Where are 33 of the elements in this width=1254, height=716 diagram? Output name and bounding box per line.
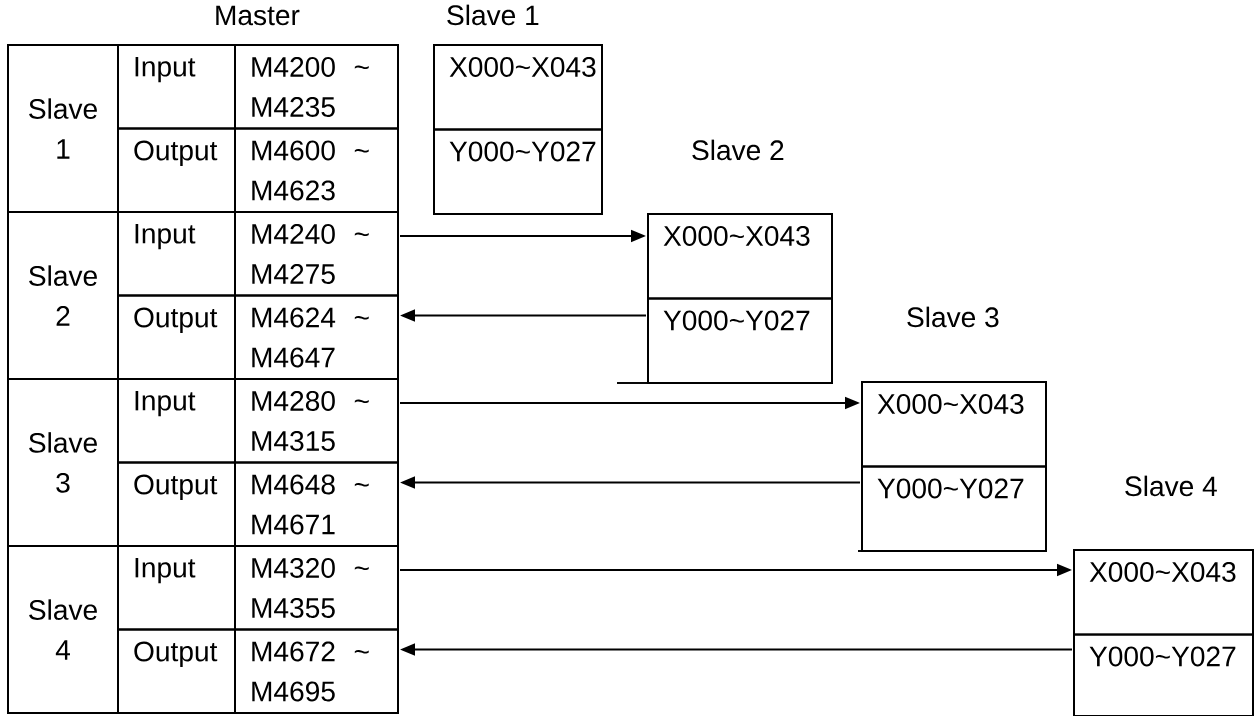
table-cell: Output — [117, 127, 236, 213]
table-cell: M4624 ~ M4647 — [234, 294, 399, 380]
table-cell: M4280 ~ M4315 — [234, 378, 399, 464]
table-cell: Slave 1 — [7, 44, 119, 213]
table-cell: M4600 ~ M4623 — [234, 127, 399, 213]
table-cell: Slave 4 — [7, 545, 119, 714]
node-label: Slave 1 — [447, 4, 539, 26]
node-label: Slave 3 — [907, 306, 999, 328]
table-cell: Slave 3 — [7, 378, 119, 547]
table-cell: X000~X043 — [861, 381, 1047, 468]
table-cell: M4320 ~ M4355 — [234, 545, 399, 631]
table-cell: Y000~Y027 — [647, 297, 833, 384]
table-cell: M4672 ~ M4695 — [234, 628, 399, 714]
table-cell: X000~X043 — [433, 44, 603, 131]
table-cell: X000~X043 — [1073, 549, 1254, 636]
table-cell: Input — [117, 211, 236, 297]
table-cell: Output — [117, 461, 236, 547]
table-cell: Y000~Y027 — [1073, 633, 1254, 716]
node-label: Master — [216, 5, 300, 26]
table-cell: Input — [117, 378, 236, 464]
table-cell: M4240 ~ M4275 — [234, 211, 399, 297]
table-cell: M4200 ~ M4235 — [234, 44, 399, 130]
table-cell: Y000~Y027 — [433, 128, 603, 215]
table-cell: Output — [117, 628, 236, 714]
table-cell: Slave 2 — [7, 211, 119, 380]
table-cell: X000~X043 — [647, 213, 833, 300]
table-cell: M4648 ~ M4671 — [234, 461, 399, 547]
table-cell: Input — [117, 545, 236, 631]
node-label: Slave 2 — [692, 139, 784, 161]
table-cell: Output — [117, 294, 236, 380]
table-cell: Y000~Y027 — [861, 465, 1047, 552]
table-cell: Input — [117, 44, 236, 130]
node-label: Slave 4 — [1125, 475, 1217, 497]
